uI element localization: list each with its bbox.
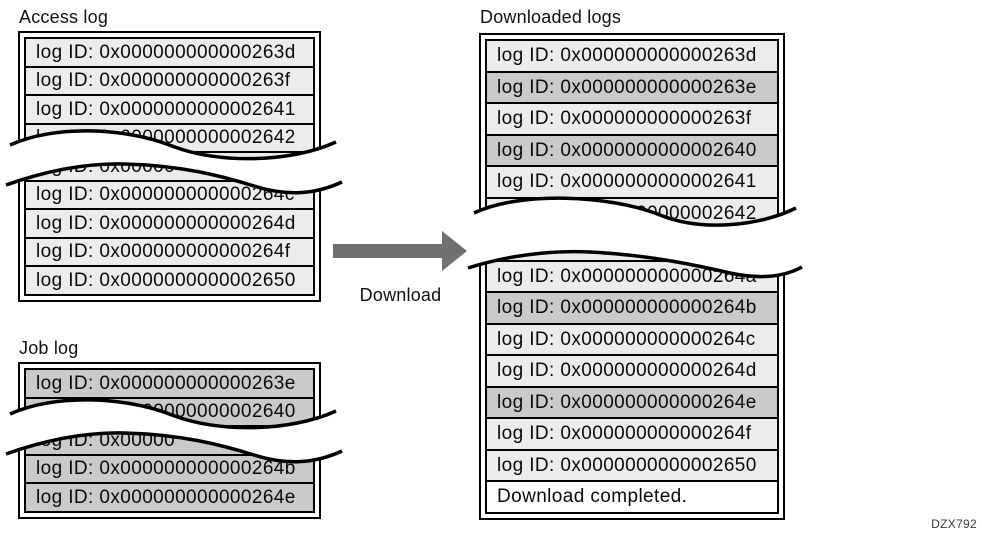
log-row: log ID: 0x0000000000002641 (485, 165, 779, 199)
log-row: log ID: 0x000000000000264e (485, 385, 779, 420)
log-row: log ID: 0x000000000000264b (24, 453, 315, 485)
access-log-title: Access log (19, 7, 109, 27)
figure-code: DZX792 (931, 517, 977, 531)
log-row: log ID: 0x0000000000002642 (485, 196, 779, 231)
log-row: log ID: 0x0000000000002640 (24, 396, 315, 428)
log-row: log ID: 0x000000000000264d (24, 208, 315, 239)
job-log-title: Job log (19, 338, 79, 358)
log-row: log ID: 0x000000000000264f (485, 417, 779, 451)
log-row: log ID: 0x000000000000263d (485, 39, 779, 73)
log-row: log ID: 0x00000 (485, 228, 779, 262)
log-row: log ID: 0x00000 (24, 425, 315, 456)
log-row: log ID: 0x000000000000264a (485, 259, 779, 294)
log-row: log ID: 0x000000000000263d (24, 37, 315, 68)
log-row: log ID: 0x000000000000263e (24, 368, 315, 399)
log-row: log ID: 0x000000000000264b (485, 291, 779, 325)
download-arrow-label: Download (359, 285, 442, 305)
log-row: log ID: 0x0000000000002641 (24, 94, 315, 125)
log-row: log ID: 0x0000000000002640 (485, 133, 779, 168)
log-row: log ID: 0x000000000000264d (485, 354, 779, 388)
log-row: log ID: 0x0000000000002642 (24, 122, 315, 154)
download-arrow-icon (333, 231, 467, 271)
log-row: log ID: 0x000000000000264c (24, 179, 315, 211)
log-row: log ID: 0x000000000000263f (485, 102, 779, 136)
log-row: log ID: 0x000000000000263e (485, 70, 779, 105)
status-row: Download completed. (485, 480, 779, 514)
log-row: log ID: 0x000000000000264f (24, 236, 315, 268)
log-row: log ID: 0x00000 (24, 151, 315, 182)
log-row: log ID: 0x0000000000002650 (485, 448, 779, 483)
log-row: log ID: 0x000000000000264c (485, 322, 779, 357)
log-row: log ID: 0x000000000000264e (24, 482, 315, 513)
log-row: log ID: 0x000000000000263f (24, 65, 315, 97)
log-row: log ID: 0x0000000000002650 (24, 265, 315, 296)
downloaded-logs-title: Downloaded logs (480, 7, 622, 27)
